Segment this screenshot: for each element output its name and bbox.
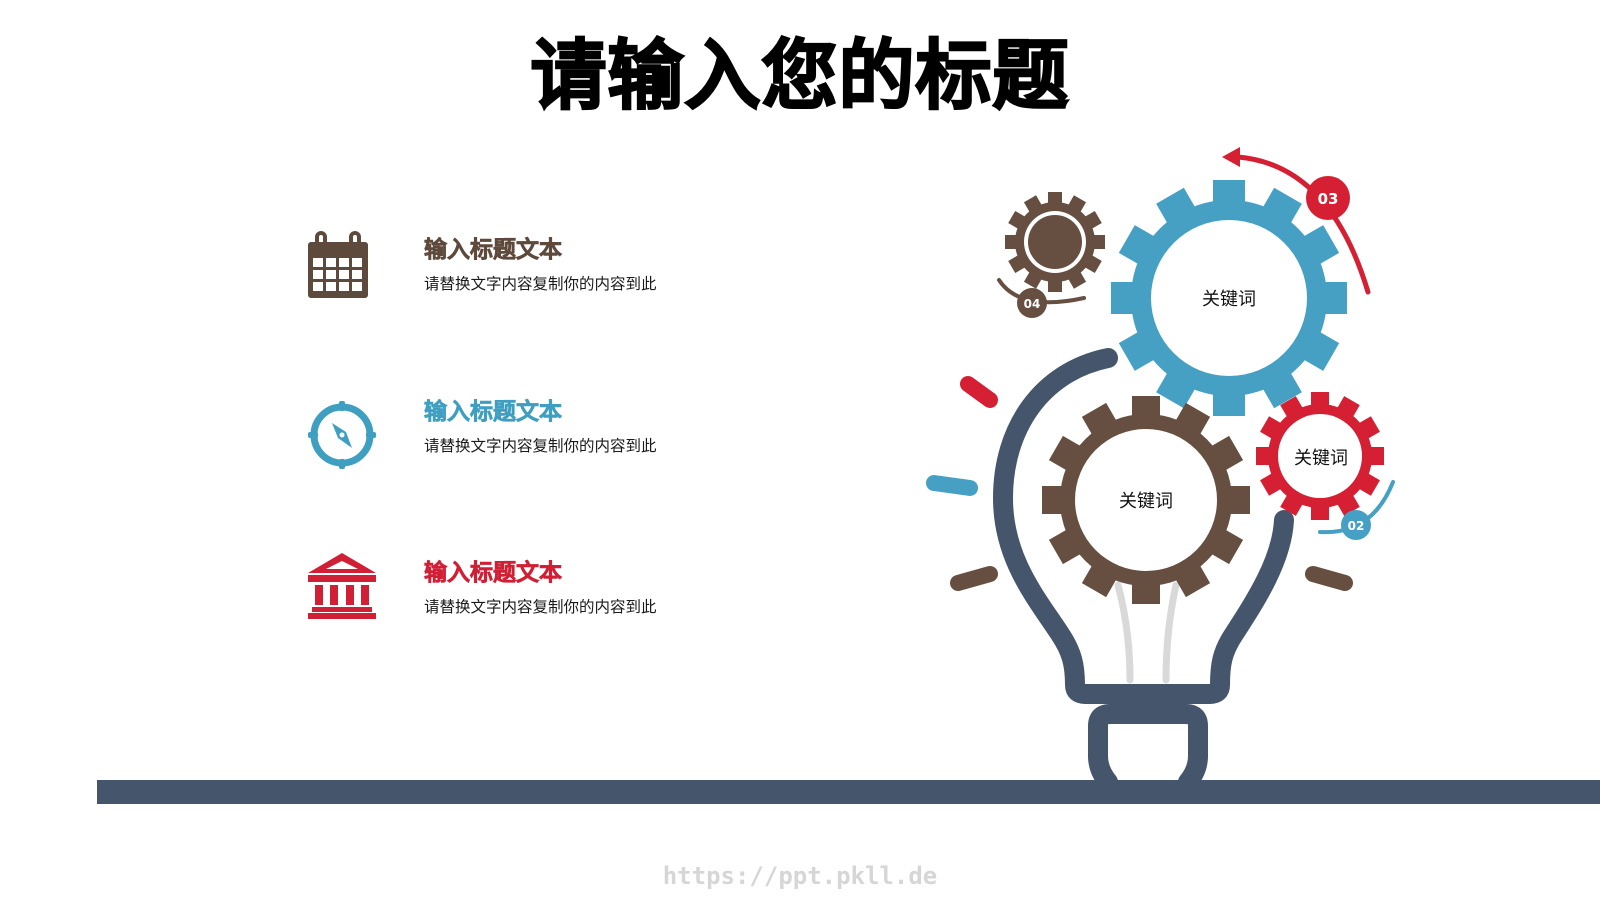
item-heading: 输入标题文本 (424, 237, 563, 264)
feature-item-3: 输入标题文本 请替换文字内容复制你的内容到此 (300, 551, 720, 641)
badge-03 (1306, 176, 1350, 220)
bank-icon (300, 551, 390, 641)
ground-line (97, 780, 1600, 804)
gear-label-brown: 关键词 (1119, 491, 1173, 512)
feature-item-1: 输入标题文本 请替换文字内容复制你的内容到此 (300, 228, 720, 318)
gear-icon-blue (1111, 180, 1347, 416)
item-description: 请替换文字内容复制你的内容到此 (424, 437, 657, 455)
watermark: https://ppt.pkll.de (662, 862, 938, 890)
filament-icon (1114, 581, 1180, 684)
compass-icon (300, 390, 390, 480)
gear-icon-brown (1042, 396, 1250, 604)
gear-icon-small-brown (1005, 192, 1105, 292)
arrow-head-icon (1222, 147, 1240, 167)
light-rays (926, 376, 1353, 591)
calendar-icon (300, 228, 390, 318)
gear-label-blue: 关键词 (1202, 289, 1256, 310)
gear-icon-red (1256, 392, 1384, 520)
slide-title: 请输入您的标题 (530, 30, 1070, 121)
item-description: 请替换文字内容复制你的内容到此 (424, 598, 657, 616)
item-heading: 输入标题文本 (424, 560, 563, 587)
item-description: 请替换文字内容复制你的内容到此 (424, 275, 657, 293)
svg-text:04: 04 (1024, 297, 1041, 311)
svg-text:02: 02 (1348, 519, 1365, 533)
item-heading: 输入标题文本 (424, 399, 563, 426)
badge-02 (1341, 510, 1371, 540)
badge-04 (1017, 288, 1047, 318)
svg-text:03: 03 (1318, 190, 1339, 208)
gear-label-red: 关键词 (1294, 448, 1348, 469)
lightbulb-icon (993, 348, 1294, 792)
feature-item-2: 输入标题文本 请替换文字内容复制你的内容到此 (300, 390, 720, 480)
